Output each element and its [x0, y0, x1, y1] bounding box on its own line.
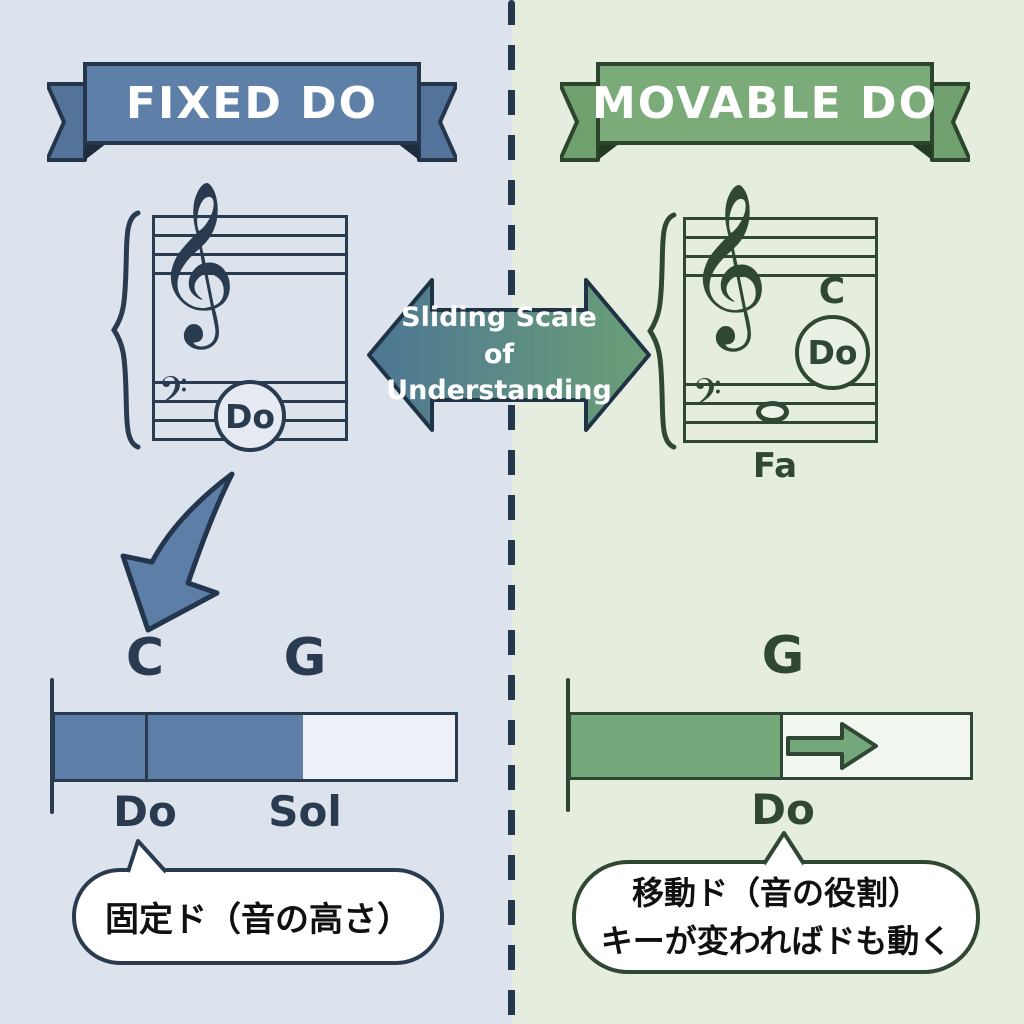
staff-line: [155, 272, 345, 275]
movable-do-ribbon-banner: [560, 62, 970, 162]
fixed-do-banner-title: FIXED DO: [125, 77, 379, 129]
staff-line: [155, 234, 345, 237]
staff-line: [155, 253, 345, 256]
sliding-scale-caption: Sliding Scale of Understanding: [386, 302, 612, 408]
fixed-bar-fill: [55, 715, 303, 779]
movable-bass-label-fa: Fa: [752, 446, 798, 486]
movable-bar-fill: [571, 715, 783, 777]
fixed-bubble-tail-icon: [126, 839, 168, 874]
staff-line: [686, 274, 875, 277]
movable-bubble-line1: 移動ド（音の役割）: [631, 874, 920, 912]
bass-clef-icon: 𝄢: [158, 368, 188, 422]
treble-clef-icon: 𝄞: [686, 182, 769, 345]
shift-right-arrow-icon: [786, 722, 878, 770]
dashed-divider-line: [508, 0, 515, 1024]
movable-do-banner-title: MOVABLE DO: [591, 77, 938, 129]
fixed-bar-divider: [145, 715, 148, 779]
movable-label-do: Do: [751, 784, 815, 834]
fixed-label-c: C: [125, 628, 165, 688]
fixed-do-note-circle: Do: [214, 380, 286, 452]
staff-line: [686, 421, 875, 424]
caption-line1: Sliding Scale of: [401, 302, 597, 370]
fixed-label-do: Do: [113, 786, 177, 836]
staff-brace-icon: [111, 210, 141, 450]
fixed-pitch-bar: [52, 712, 458, 782]
treble-clef-icon: 𝄞: [154, 180, 237, 343]
fixed-speech-bubble: 固定ド（音の高さ）: [72, 868, 444, 965]
fixed-bubble-text: 固定ド（音の高さ）: [105, 900, 411, 940]
staff-line: [686, 255, 875, 258]
movable-do-panel: [512, 0, 1024, 1024]
fixed-do-panel: [0, 0, 512, 1024]
fixed-do-ribbon-banner: [47, 62, 457, 162]
movable-bubble-tail-icon: [762, 831, 806, 866]
caption-line2: Understanding: [386, 375, 612, 407]
whole-note-icon: [756, 401, 789, 423]
curved-down-arrow-icon: [120, 471, 235, 633]
movable-pitch-bar: [568, 712, 973, 780]
movable-label-g: G: [761, 626, 805, 686]
staff-line: [686, 383, 875, 386]
movable-bubble-line2: キーが変わればドも動く: [600, 922, 952, 960]
movable-do-note-circle: Do: [795, 315, 870, 390]
movable-speech-bubble: 移動ド（音の役割） キーが変わればドも動く: [572, 860, 980, 974]
staff-line: [686, 236, 875, 239]
bass-clef-icon: 𝄢: [692, 370, 722, 424]
movable-key-label-c: C: [818, 270, 846, 312]
staff-brace-icon: [647, 212, 677, 450]
double-headed-arrow: [367, 278, 651, 432]
fixed-label-g: G: [283, 628, 327, 688]
fixed-label-sol: Sol: [268, 786, 342, 836]
